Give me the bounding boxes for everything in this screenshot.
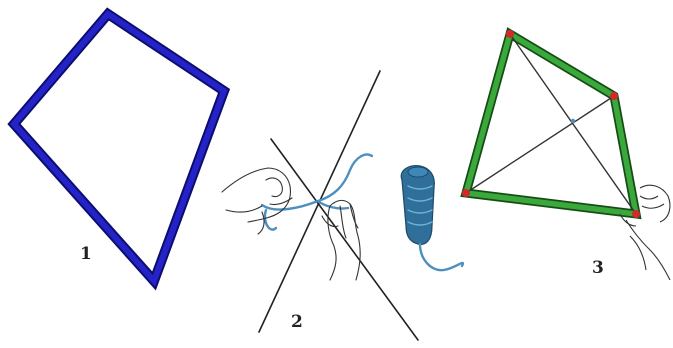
step-2-tying <box>222 71 463 340</box>
stick-line-2 <box>271 139 418 340</box>
step-3-number: 3 <box>592 258 604 278</box>
hand-icon <box>620 185 670 280</box>
step-2-number: 2 <box>291 312 303 332</box>
joint-top <box>506 30 514 38</box>
hand-icon <box>322 200 360 280</box>
joint-bottom <box>632 210 640 218</box>
center-tie <box>571 119 575 123</box>
string-spool-icon <box>401 166 463 271</box>
joint-left <box>462 189 470 197</box>
string <box>262 155 372 230</box>
step-3-kite-frame <box>462 30 670 280</box>
joint-right <box>610 92 618 100</box>
hand-icon <box>222 168 292 234</box>
step-1-number: 1 <box>80 244 92 264</box>
step-1-kite-frame <box>14 14 224 281</box>
